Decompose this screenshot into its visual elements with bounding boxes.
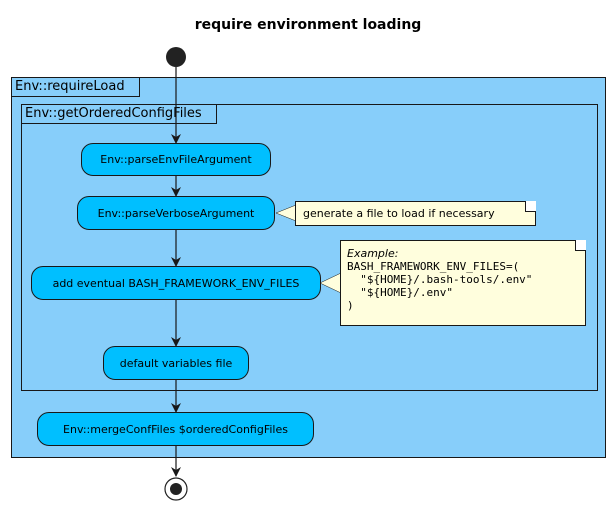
note-pointer-env-files	[319, 272, 342, 294]
frame-env-getorderedconfigfiles: Env::getOrderedConfigFiles	[21, 104, 598, 391]
note-fold-corner	[575, 240, 586, 251]
note-fold-corner	[525, 201, 536, 212]
note-text: generate a file to load if necessary	[303, 207, 495, 220]
start-node	[166, 47, 186, 67]
action-default-variables-file: default variables file	[103, 346, 249, 380]
note-pointer-verbose	[275, 204, 297, 222]
note-heading: Example:	[347, 247, 399, 260]
action-parse-verbose-argument: Env::parseVerboseArgument	[77, 196, 275, 230]
diagram-title: require environment loading	[194, 17, 422, 33]
action-add-eventual-env-files: add eventual BASH_FRAMEWORK_ENV_FILES	[31, 266, 321, 300]
action-merge-conf-files: Env::mergeConfFiles $orderedConfigFiles	[37, 412, 314, 446]
note-code-line: BASH_FRAMEWORK_ENV_FILES=(	[347, 260, 520, 273]
note-code-line: "${HOME}/.bash-tools/.env"	[347, 273, 533, 286]
frame-label-getorderedconfigfiles: Env::getOrderedConfigFiles	[22, 105, 217, 124]
end-node-dot	[170, 483, 182, 495]
frame-label-requireload: Env::requireLoad	[12, 78, 140, 97]
note-generate-file: generate a file to load if necessary	[295, 201, 536, 226]
action-parse-env-file-argument: Env::parseEnvFileArgument	[81, 143, 271, 176]
note-code-line: "${HOME}/.env"	[347, 286, 453, 299]
note-code-line: )	[347, 299, 354, 312]
end-node-ring	[164, 477, 188, 501]
note-env-files-example: Example: BASH_FRAMEWORK_ENV_FILES=( "${H…	[340, 240, 586, 326]
